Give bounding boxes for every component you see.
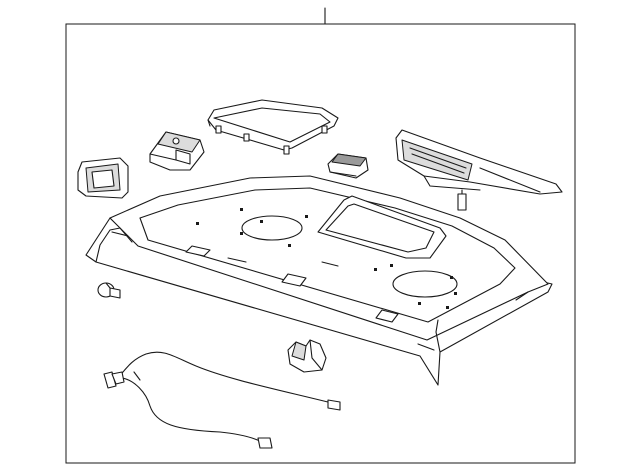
clip-icon[interactable]: [327, 153, 369, 179]
diagram-frame: [65, 23, 576, 464]
speaker-grille-icon[interactable]: [207, 99, 339, 155]
trim-cover-icon[interactable]: [77, 157, 129, 199]
bracket-icon[interactable]: [149, 131, 205, 171]
push-pin-icon[interactable]: [97, 282, 121, 299]
retainer-icon[interactable]: [287, 339, 327, 373]
brake-light-icon[interactable]: [395, 129, 563, 211]
shelf-holes: [196, 208, 457, 309]
package-shelf-panel-icon[interactable]: [85, 175, 553, 386]
wiring-harness-icon[interactable]: [103, 351, 341, 449]
